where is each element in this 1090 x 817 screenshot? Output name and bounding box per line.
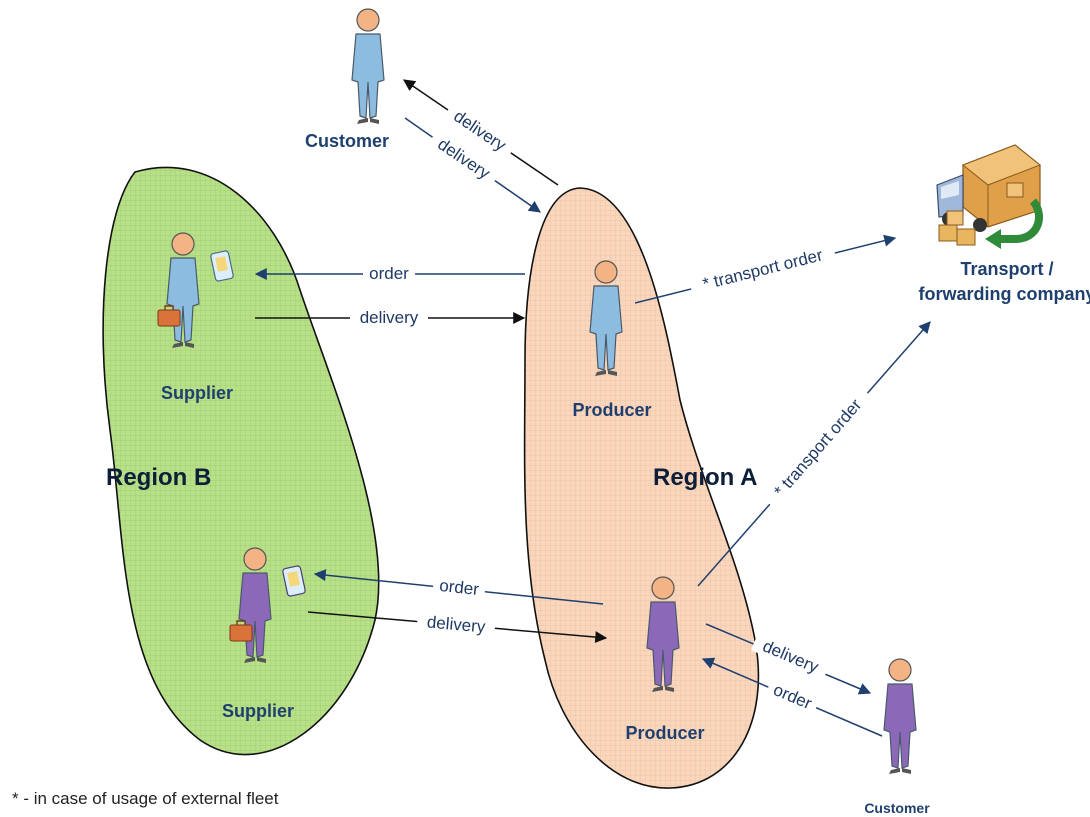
svg-text:delivery: delivery	[360, 308, 419, 327]
customer-top-label: Customer	[305, 131, 389, 151]
truck-icon	[936, 144, 1043, 249]
svg-text:order: order	[438, 576, 480, 599]
transport-label-line2: forwarding company	[918, 284, 1090, 304]
producer-bottom-label: Producer	[625, 723, 704, 743]
transport-label-line1: Transport /	[960, 259, 1053, 279]
supplier-bottom-person-icon	[229, 547, 306, 664]
region-a-label: Region A	[653, 464, 757, 491]
svg-text:delivery: delivery	[760, 636, 822, 677]
edge-label-producer-bottom-delivery-customer: delivery	[750, 631, 831, 681]
edge-label-producer-top-order: order	[363, 262, 415, 283]
producer-top-label: Producer	[572, 400, 651, 420]
svg-text:delivery: delivery	[426, 612, 487, 636]
edge-label-producer-bottom-transport: * transport order	[761, 385, 874, 511]
region-a-area	[523, 187, 760, 789]
svg-text:* transport order: * transport order	[770, 395, 865, 500]
region-b-label: Region B	[106, 464, 211, 491]
edge-label-producer-top-transport: * transport order	[688, 241, 837, 297]
footnote: * - in case of usage of external fleet	[12, 789, 279, 808]
supplier-top-label: Supplier	[161, 383, 233, 403]
customer-bottom-person-icon	[883, 658, 917, 775]
svg-text:* transport order: * transport order	[701, 245, 825, 293]
edge-label-supplier-bottom-delivery: delivery	[416, 610, 496, 638]
edge-label-customer-bottom-order: order	[764, 676, 821, 716]
svg-text:order: order	[771, 680, 815, 713]
supplier-bottom-label: Supplier	[222, 701, 294, 721]
edge-label-producer-bottom-order: order	[432, 574, 487, 600]
edge-label-supplier-top-delivery: delivery	[350, 306, 428, 327]
svg-text:order: order	[369, 264, 409, 283]
region-b-area	[102, 166, 380, 756]
customer-bottom-label: Customer	[864, 800, 930, 816]
customer-top-person-icon	[351, 8, 385, 125]
supplier-top-person-icon	[157, 232, 234, 349]
